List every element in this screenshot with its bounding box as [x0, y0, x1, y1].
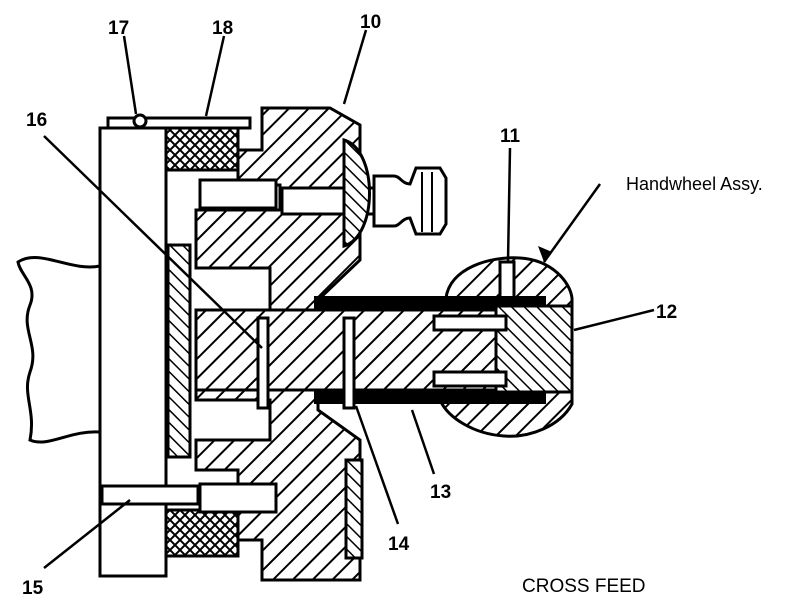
callout-14: 14	[388, 534, 410, 555]
pin-16	[256, 316, 270, 410]
pin-14	[342, 316, 356, 410]
callout-13: 13	[430, 482, 451, 503]
callout-16: 16	[26, 110, 47, 131]
handwheel-arrow-head	[538, 246, 552, 262]
callout-11: 11	[500, 126, 521, 147]
lock-screw-collar	[342, 137, 371, 249]
dial-ring	[166, 243, 192, 459]
lower-bracket	[344, 458, 364, 560]
shaft-end-flat	[432, 370, 508, 388]
callout-15: 15	[22, 578, 44, 599]
sleeve-bottom	[314, 390, 546, 404]
wiper-pad-top	[164, 126, 240, 172]
shaft-end	[494, 304, 574, 394]
handwheel-assy-label: Handwheel Assy.	[626, 174, 763, 194]
callout-12: 12	[656, 302, 677, 323]
machine-base	[16, 256, 102, 444]
callout-10: 10	[360, 12, 381, 33]
leader-lines	[43, 29, 655, 569]
callout-18: 18	[212, 18, 233, 39]
housing-cavity-top	[198, 178, 278, 210]
shaft-end-flat-top	[432, 314, 508, 332]
cross-feed-caption: CROSS FEED	[522, 576, 646, 597]
housing-cavity-bottom	[198, 482, 278, 514]
gib-screw	[132, 113, 148, 129]
slide-plate	[98, 126, 168, 578]
wiper-pad-bottom	[164, 508, 240, 558]
lock-knob	[372, 166, 448, 236]
callout-17: 17	[108, 18, 129, 39]
bottom-key	[100, 484, 200, 506]
sleeve-top	[314, 296, 546, 310]
